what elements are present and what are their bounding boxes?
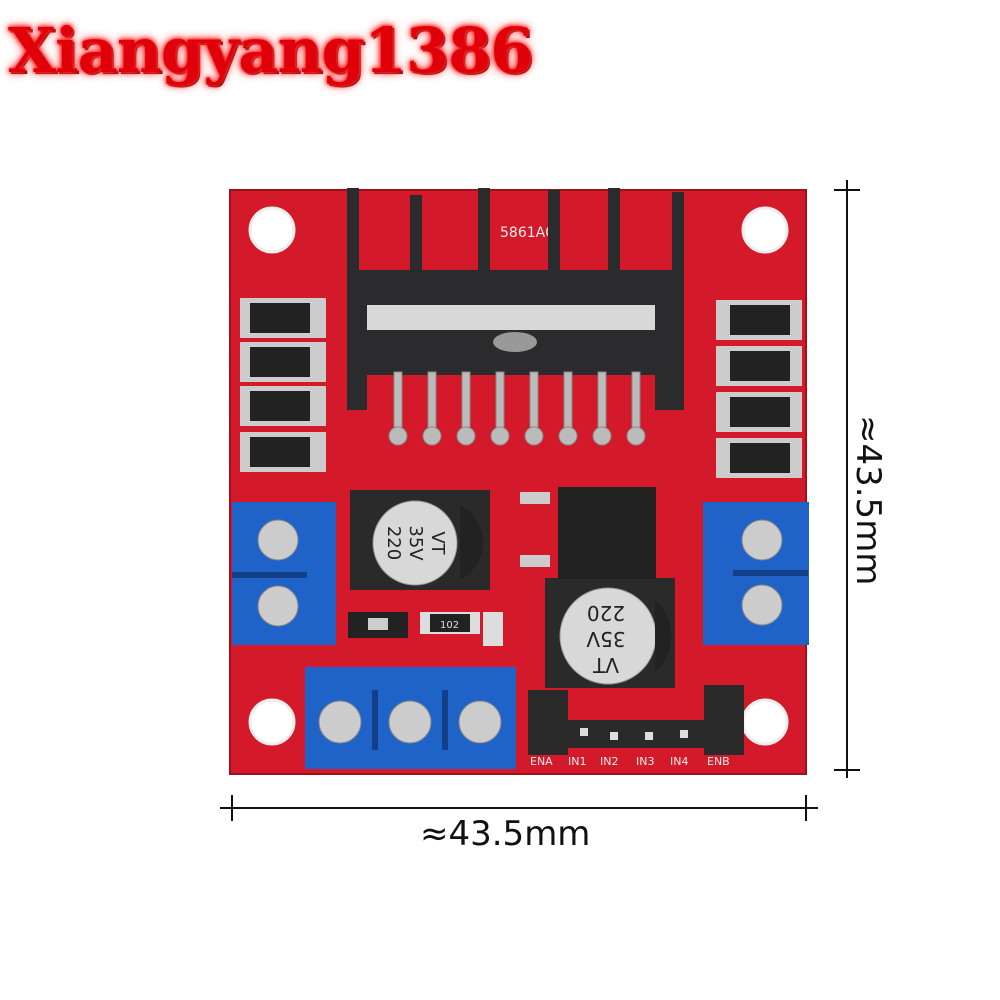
label-in2: IN2	[600, 755, 618, 768]
diodes-right	[716, 300, 802, 478]
diodes-left	[240, 298, 326, 472]
cap1-label-voltage: 35V	[405, 525, 426, 561]
pin-header	[528, 685, 744, 755]
label-ena: ENA	[530, 755, 553, 768]
label-in1: IN1	[568, 755, 586, 768]
ic-pins	[388, 371, 646, 446]
jumper-5v	[348, 612, 408, 638]
capacitor-1: VT 35V 220	[350, 490, 490, 590]
cap2-label-capacitance: 220	[587, 601, 625, 625]
chip-marking: 5861A0	[500, 225, 554, 241]
voltage-regulator	[520, 487, 656, 579]
label-in3: IN3	[636, 755, 654, 768]
label-enb: ENB	[707, 755, 730, 768]
label-in4: IN4	[670, 755, 688, 768]
power-led	[483, 612, 503, 646]
resistor-code: 102	[440, 620, 459, 631]
dimension-line-vertical	[834, 180, 860, 778]
watermark-text: Xiangyang1386	[8, 14, 533, 87]
cap1-label-vt: VT	[427, 531, 448, 555]
terminal-block-left	[232, 502, 336, 645]
header-labels: ENA IN1 IN2 IN3 IN4 ENB	[530, 755, 730, 768]
cap1-label-capacitance: 220	[383, 526, 404, 560]
dimension-line-horizontal	[220, 795, 818, 821]
cap2-label-voltage: 35V	[586, 627, 625, 651]
cap2-label-vt: VT	[592, 653, 619, 677]
height-dimension-label: ≈43.5mm	[848, 415, 888, 586]
resistor: 102	[420, 612, 480, 634]
heatsink	[347, 188, 684, 410]
terminal-block-right	[703, 502, 809, 645]
terminal-block-bottom	[305, 667, 516, 769]
capacitor-2: VT 35V 220	[545, 578, 675, 688]
width-dimension-label: ≈43.5mm	[420, 814, 591, 854]
